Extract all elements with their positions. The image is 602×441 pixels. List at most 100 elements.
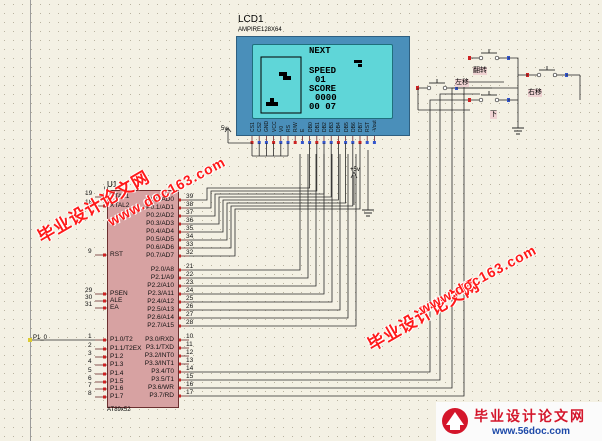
mcu-pin-marker [178,238,181,242]
mcu-component[interactable] [107,190,179,408]
mcu-pin-number: 15 [186,373,194,380]
mcu-pin-marker [178,308,181,312]
mcu-pin-name: EA [110,304,119,311]
mcu-pin-number: 25 [186,295,194,302]
mcu-pin-number: 28 [186,319,194,326]
mcu-pin-number: 24 [186,287,194,294]
lcd-pin-marker [344,141,348,144]
lcd-pin-marker [264,141,268,144]
mcu-pin-marker [178,346,181,350]
mcu-pin-name: P3.4/T0 [151,368,174,375]
mcu-pin-name: P0.2/AD2 [146,212,174,219]
mcu-pin-number: 9 [88,248,92,255]
mcu-pin-marker [103,338,106,342]
mcu-pin-name: P3.5/T1 [151,376,174,383]
lcd-stacked-block [274,102,278,106]
mcu-pin-name: P1.1/T2EX [110,345,142,352]
lcd-line-speed: SPEED [309,66,337,76]
lcd-tetromino-block [287,76,291,80]
lcd-next-block [358,60,362,63]
mcu-pin-number: 33 [186,241,194,248]
button-pin-marker [416,86,419,90]
mcu-pin-number: 6 [88,375,92,382]
mcu-pin-number: 17 [186,389,194,396]
mcu-pin-number: 11 [186,341,193,348]
lcd-pin-marker [250,141,254,144]
lcd-ref-label: LCD1 [238,14,264,25]
lcd-pin-marker [272,141,276,144]
mcu-pin-name: ALE [110,297,123,304]
mcu-pin-name: P3.2/INT0 [144,352,174,359]
lcd-pin-label: RS [286,125,292,132]
mcu-pin-number: 30 [85,294,93,301]
mcu-pin-name: P0.7/AD7 [146,252,174,259]
mcu-pin-marker [103,347,106,351]
lcd-pin-label: V0 [278,125,285,132]
button-wire [189,93,480,381]
mcu-pin-name: P1.4 [110,370,124,377]
net-label-u: U [104,187,109,193]
lcd-pin-label: E [300,128,307,132]
button-contact [478,55,484,61]
mcu-pin-marker [178,386,181,390]
mcu-pin-marker [178,206,181,210]
logo-text: 毕业设计论文网 [474,409,586,425]
control-wire [189,154,317,287]
control-wire [189,154,349,319]
mcu-pin-number: 2 [88,342,92,349]
lcd-pin-label: DB1 [314,122,321,132]
mcu-pin-marker [178,230,181,234]
lcd-pin-marker [315,141,319,144]
mcu-pin-name: XTAL2 [110,202,130,209]
mcu-pin-name: P3.6/WR [147,384,174,391]
mcu-pin-number: 7 [88,382,92,389]
lcd-pin-marker [308,141,312,144]
mcu-pin-number: 31 [85,301,93,308]
lcd-stacked-block [270,98,274,102]
mcu-pin-marker [178,300,181,304]
data-bus-wire [189,143,354,249]
lcd-model-label: AMPIRE128X64 [238,27,282,33]
mcu-pin-marker [178,198,181,202]
mcu-pin-marker [103,253,106,257]
mcu-pin-marker [103,387,106,391]
lcd-pin-marker [257,141,261,144]
lcd-pin-label: DB2 [322,122,328,132]
button-wire [189,81,504,397]
mcu-pin-name: RST [110,251,123,258]
mcu-ref-label: U1 [107,180,118,189]
data-bus-wire [189,143,339,233]
mcu-pin-number: 1 [88,333,92,340]
mcu-pin-marker [178,354,181,358]
mcu-pin-marker [178,246,181,250]
lcd-pin-label: VCC [271,121,278,132]
lcd-pin-marker [279,141,283,144]
mcu-pin-marker [178,338,181,342]
mcu-pin-number: 13 [186,357,194,364]
button-common-wire [508,57,519,128]
mcu-pin-marker [178,378,181,382]
mcu-pin-name: PSEN [110,290,128,297]
mcu-pin-number: 38 [186,201,194,208]
mcu-pin-number: 23 [186,279,194,286]
control-wire [189,154,325,295]
lcd-line-next: NEXT [309,46,331,56]
lcd-stacked-block [270,102,274,106]
mcu-pin-marker [178,284,181,288]
mcu-pin-name: P2.0/A8 [150,266,174,273]
net-label-plus5v: +5v [350,167,360,173]
lcd-next-block [358,64,362,67]
mcu-pin-number: 35 [186,225,194,232]
lcd-next-block [354,60,358,63]
mcu-pin-marker [103,306,106,310]
mcu-pin-name: P2.2/A10 [147,282,174,289]
button-contact [552,72,558,78]
button-left-label: 左移 [455,79,469,87]
button-pin-marker [468,56,471,60]
data-bus-wire [189,143,332,225]
button-pin-marker [468,98,471,102]
lcd-component[interactable]: NEXT SPEED 01 SCORE 0000 00 07 [236,36,410,136]
mcu-pin-marker [103,363,106,367]
lcd-pin-marker [329,141,333,144]
